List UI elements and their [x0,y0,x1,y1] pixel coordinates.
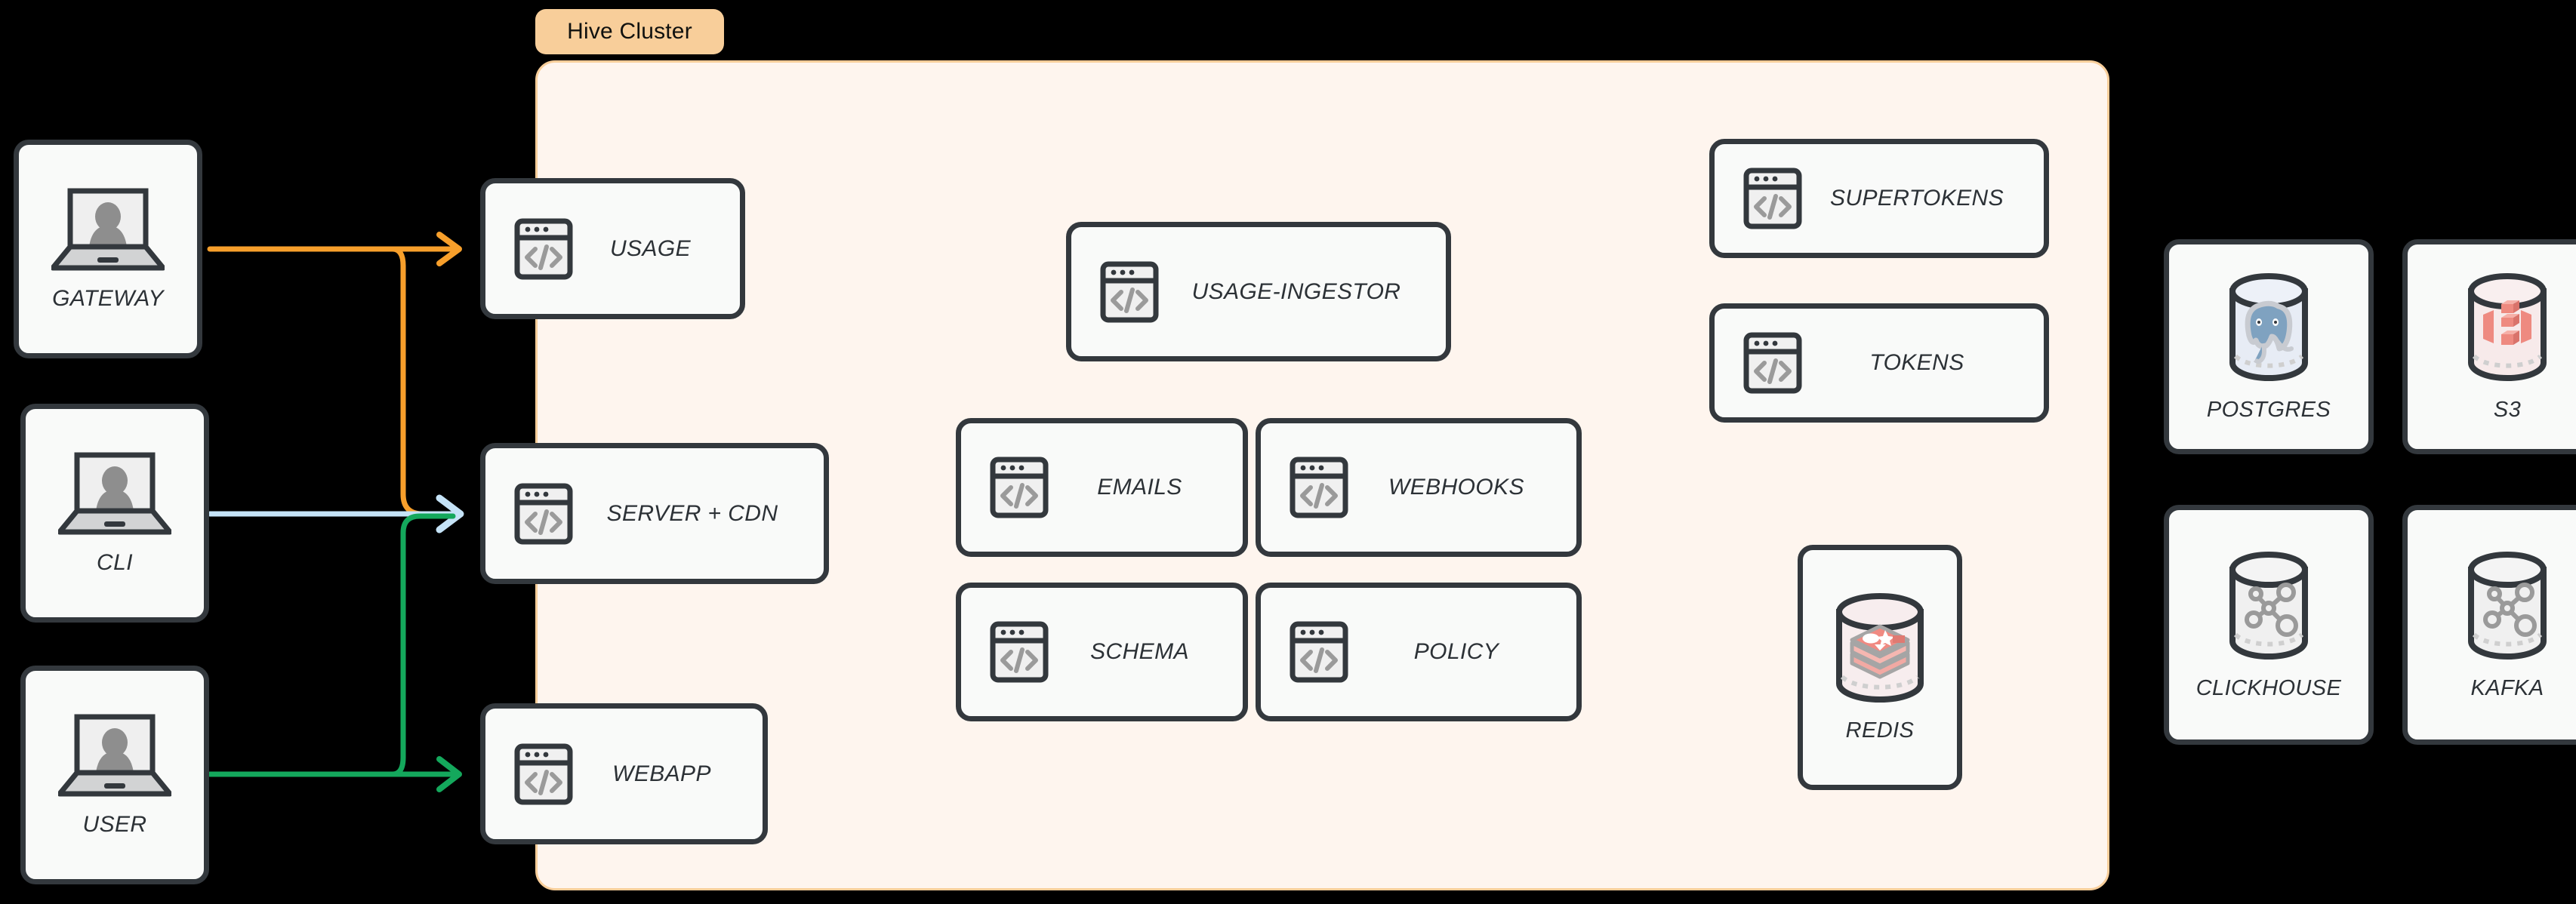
datastore-node-kafka[interactable]: KAFKA [2402,505,2576,745]
service-node-server-cdn[interactable]: SERVER + CDN [480,443,829,584]
hive-cluster-badge-label: Hive Cluster [567,19,692,44]
arrowhead-user-webapp [436,756,462,792]
code-window-icon [990,457,1049,518]
datastore-label: KAFKA [2470,675,2544,700]
service-node-supertokens[interactable]: SUPERTOKENS [1709,139,2049,258]
hive-cluster-badge: Hive Cluster [535,9,724,54]
s3-database-icon [2454,271,2560,386]
kafka-database-icon [2454,549,2560,664]
service-label: SERVER + CDN [606,500,778,526]
datastore-label: REDIS [1845,718,1915,743]
redis-database-icon [1827,592,1933,706]
service-label: SCHEMA [1090,639,1189,664]
laptop-user-icon [51,186,165,274]
service-label: EMAILS [1097,475,1182,500]
code-window-icon [990,621,1049,683]
service-label: WEBAPP [612,761,711,786]
datastore-label: S3 [2493,398,2522,422]
service-node-webapp[interactable]: WEBAPP [480,703,768,844]
service-label: SUPERTOKENS [1829,186,2004,211]
service-node-usage[interactable]: USAGE [480,178,745,319]
service-label: USAGE-INGESTOR [1191,278,1401,304]
code-window-icon [1743,168,1802,229]
edge-gateway-server [390,246,456,517]
client-label: GATEWAY [52,286,164,311]
client-node-user[interactable]: USER [20,666,209,884]
code-window-icon [514,483,573,545]
service-node-policy[interactable]: POLICY [1256,583,1582,721]
laptop-user-icon [58,712,171,800]
arrowhead-gateway-usage [436,232,462,266]
datastore-label: CLICKHOUSE [2195,675,2342,700]
code-window-icon [1290,457,1348,518]
client-node-cli[interactable]: CLI [20,404,209,623]
datastore-node-redis[interactable]: REDIS [1798,545,1962,790]
service-node-usage-ingestor[interactable]: USAGE-INGESTOR [1066,222,1451,361]
client-node-gateway[interactable]: GATEWAY [14,140,202,358]
service-label: POLICY [1413,639,1499,664]
service-node-webhooks[interactable]: WEBHOOKS [1256,418,1582,557]
service-label: WEBHOOKS [1388,475,1524,500]
datastore-node-clickhouse[interactable]: CLICKHOUSE [2164,505,2374,745]
service-label: TOKENS [1869,350,1964,375]
edge-user-server [390,513,456,777]
service-node-emails[interactable]: EMAILS [956,418,1248,557]
arrowhead-cli-server [436,494,464,533]
code-window-icon [1100,261,1159,323]
client-label: USER [82,812,147,837]
code-window-icon [1290,621,1348,683]
datastore-node-s3[interactable]: S3 [2402,239,2576,454]
datastore-label: POSTGRES [2206,398,2331,422]
clickhouse-database-icon [2216,549,2322,664]
postgres-database-icon [2216,271,2322,386]
service-node-schema[interactable]: SCHEMA [956,583,1248,721]
service-label: USAGE [609,235,692,261]
code-window-icon [514,218,573,280]
code-window-icon [1743,332,1802,394]
client-label: CLI [97,550,133,575]
laptop-user-icon [58,450,171,538]
service-node-tokens[interactable]: TOKENS [1709,303,2049,423]
code-window-icon [514,743,573,805]
datastore-node-postgres[interactable]: POSTGRES [2164,239,2374,454]
